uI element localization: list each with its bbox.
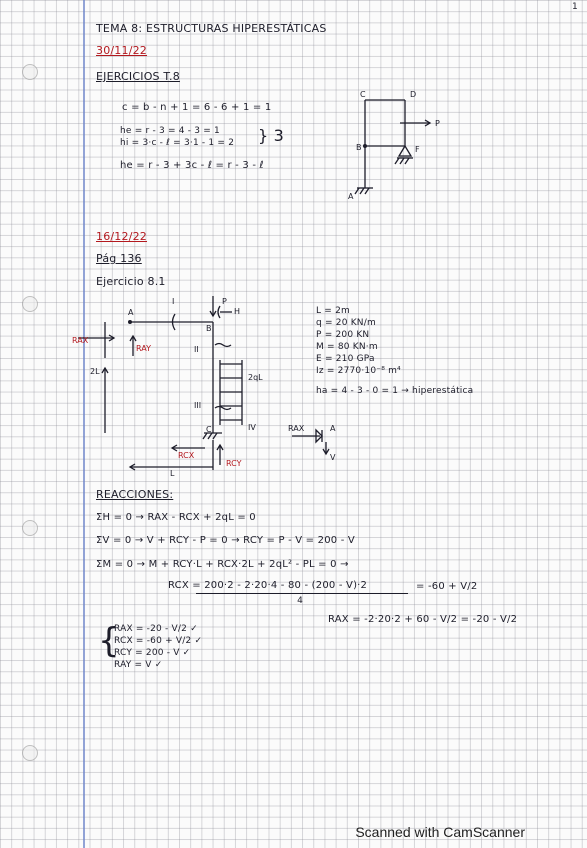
date-2: 16/12/22 bbox=[96, 230, 148, 243]
equation-4: he = r - 3 + 3c - ℓ = r - 3 - ℓ bbox=[120, 160, 264, 171]
margin-line bbox=[83, 0, 85, 848]
load-label-2ql: 2qL bbox=[248, 373, 263, 382]
result-rcx: RCX = -60 + V/2 ✓ bbox=[114, 636, 203, 646]
binder-hole bbox=[22, 520, 38, 536]
section-label-i: I bbox=[172, 297, 174, 306]
force-label-p: P bbox=[222, 297, 227, 306]
results-brace: { bbox=[98, 621, 120, 661]
equilibrium-horizontal: ΣH = 0 → RAX - RCX + 2qL = 0 bbox=[96, 512, 256, 523]
data-hyperstatic-degree: ha = 4 - 3 - 0 = 1 → hiperestática bbox=[316, 386, 474, 396]
reaction-label-ray: RAY bbox=[136, 344, 151, 353]
fraction-bar bbox=[196, 593, 408, 594]
rcx-result: = -60 + V/2 bbox=[416, 581, 478, 592]
page-number: 1 bbox=[572, 2, 578, 12]
binder-hole bbox=[22, 64, 38, 80]
section-label-iv: IV bbox=[248, 423, 256, 432]
equation-2: he = r - 3 = 4 - 3 = 1 bbox=[120, 126, 220, 136]
moment-label-h: H bbox=[234, 307, 240, 316]
binder-hole bbox=[22, 745, 38, 761]
section-label-ii: II bbox=[194, 345, 199, 354]
equation-3: hi = 3·c - ℓ = 3·1 - 1 = 2 bbox=[120, 138, 235, 148]
reaction-label-v: V bbox=[330, 453, 336, 462]
node-label-a: A bbox=[348, 192, 354, 201]
rax-equation: RAX = -2·20·2 + 60 - V/2 = -20 - V/2 bbox=[328, 614, 518, 625]
data-distributed-load: q = 20 KN/m bbox=[316, 318, 376, 328]
equation-1: c = b - n + 1 = 6 - 6 + 1 = 1 bbox=[122, 102, 272, 113]
reaction-label-rax: RAX bbox=[72, 336, 89, 345]
data-point-load: P = 200 KN bbox=[316, 330, 370, 340]
data-elastic-modulus: E = 210 GPa bbox=[316, 354, 375, 364]
frame-sketch-1: C D P B F A bbox=[348, 90, 440, 201]
equilibrium-moment: ΣM = 0 → M + RCY·L + RCX·2L + 2qL² - PL … bbox=[96, 559, 349, 570]
node-label-c: C bbox=[206, 425, 212, 434]
node-label-b: B bbox=[206, 324, 212, 333]
equation-brace: } 3 bbox=[258, 126, 285, 145]
result-rax: RAX = -20 - V/2 ✓ bbox=[114, 624, 198, 634]
reaction-label-rcy: RCY bbox=[226, 459, 242, 468]
node-label-c: C bbox=[360, 90, 366, 99]
dimension-label-2l: 2L bbox=[90, 367, 100, 376]
page-title: TEMA 8: ESTRUCTURAS HIPERESTÁTICAS bbox=[96, 22, 327, 35]
result-rcy: RCY = 200 - V ✓ bbox=[114, 648, 191, 658]
exercise-title: Ejercicio 8.1 bbox=[96, 275, 166, 288]
scanner-watermark: Scanned with CamScanner bbox=[355, 824, 525, 840]
dimension-label-l: L bbox=[170, 469, 175, 478]
node-label-a: A bbox=[128, 308, 134, 317]
section-ejercicios: EJERCICIOS T.8 bbox=[96, 70, 180, 83]
reaction-label-rax-2: RAX bbox=[288, 424, 305, 433]
node-label-f: F bbox=[415, 145, 420, 154]
node-label-b: B bbox=[356, 143, 362, 152]
page-reference: Pág 136 bbox=[96, 252, 142, 265]
rcx-numerator: RCX = 200·2 - 2·20·4 - 80 - (200 - V)·2 bbox=[168, 580, 368, 591]
section-reacciones: REACCIONES: bbox=[96, 488, 174, 501]
reaction-label-rcx: RCX bbox=[178, 451, 195, 460]
rcx-denominator: 4 bbox=[297, 596, 303, 606]
node-label-a-2: A bbox=[330, 424, 336, 433]
force-label-p: P bbox=[435, 119, 440, 128]
date-1: 30/11/22 bbox=[96, 44, 148, 57]
result-ray: RAY = V ✓ bbox=[114, 660, 163, 670]
frame-diagram-2: RAX RAY A B C P H I II III IV 2L 2qL L R… bbox=[72, 296, 336, 478]
data-length: L = 2m bbox=[316, 306, 350, 316]
binder-hole bbox=[22, 296, 38, 312]
node-label-d: D bbox=[410, 90, 416, 99]
data-inertia: Iz = 2770·10⁻⁸ m⁴ bbox=[316, 366, 401, 376]
data-moment: M = 80 KN·m bbox=[316, 342, 378, 352]
equilibrium-vertical: ΣV = 0 → V + RCY - P = 0 → RCY = P - V =… bbox=[96, 535, 355, 546]
section-label-iii: III bbox=[194, 401, 201, 410]
